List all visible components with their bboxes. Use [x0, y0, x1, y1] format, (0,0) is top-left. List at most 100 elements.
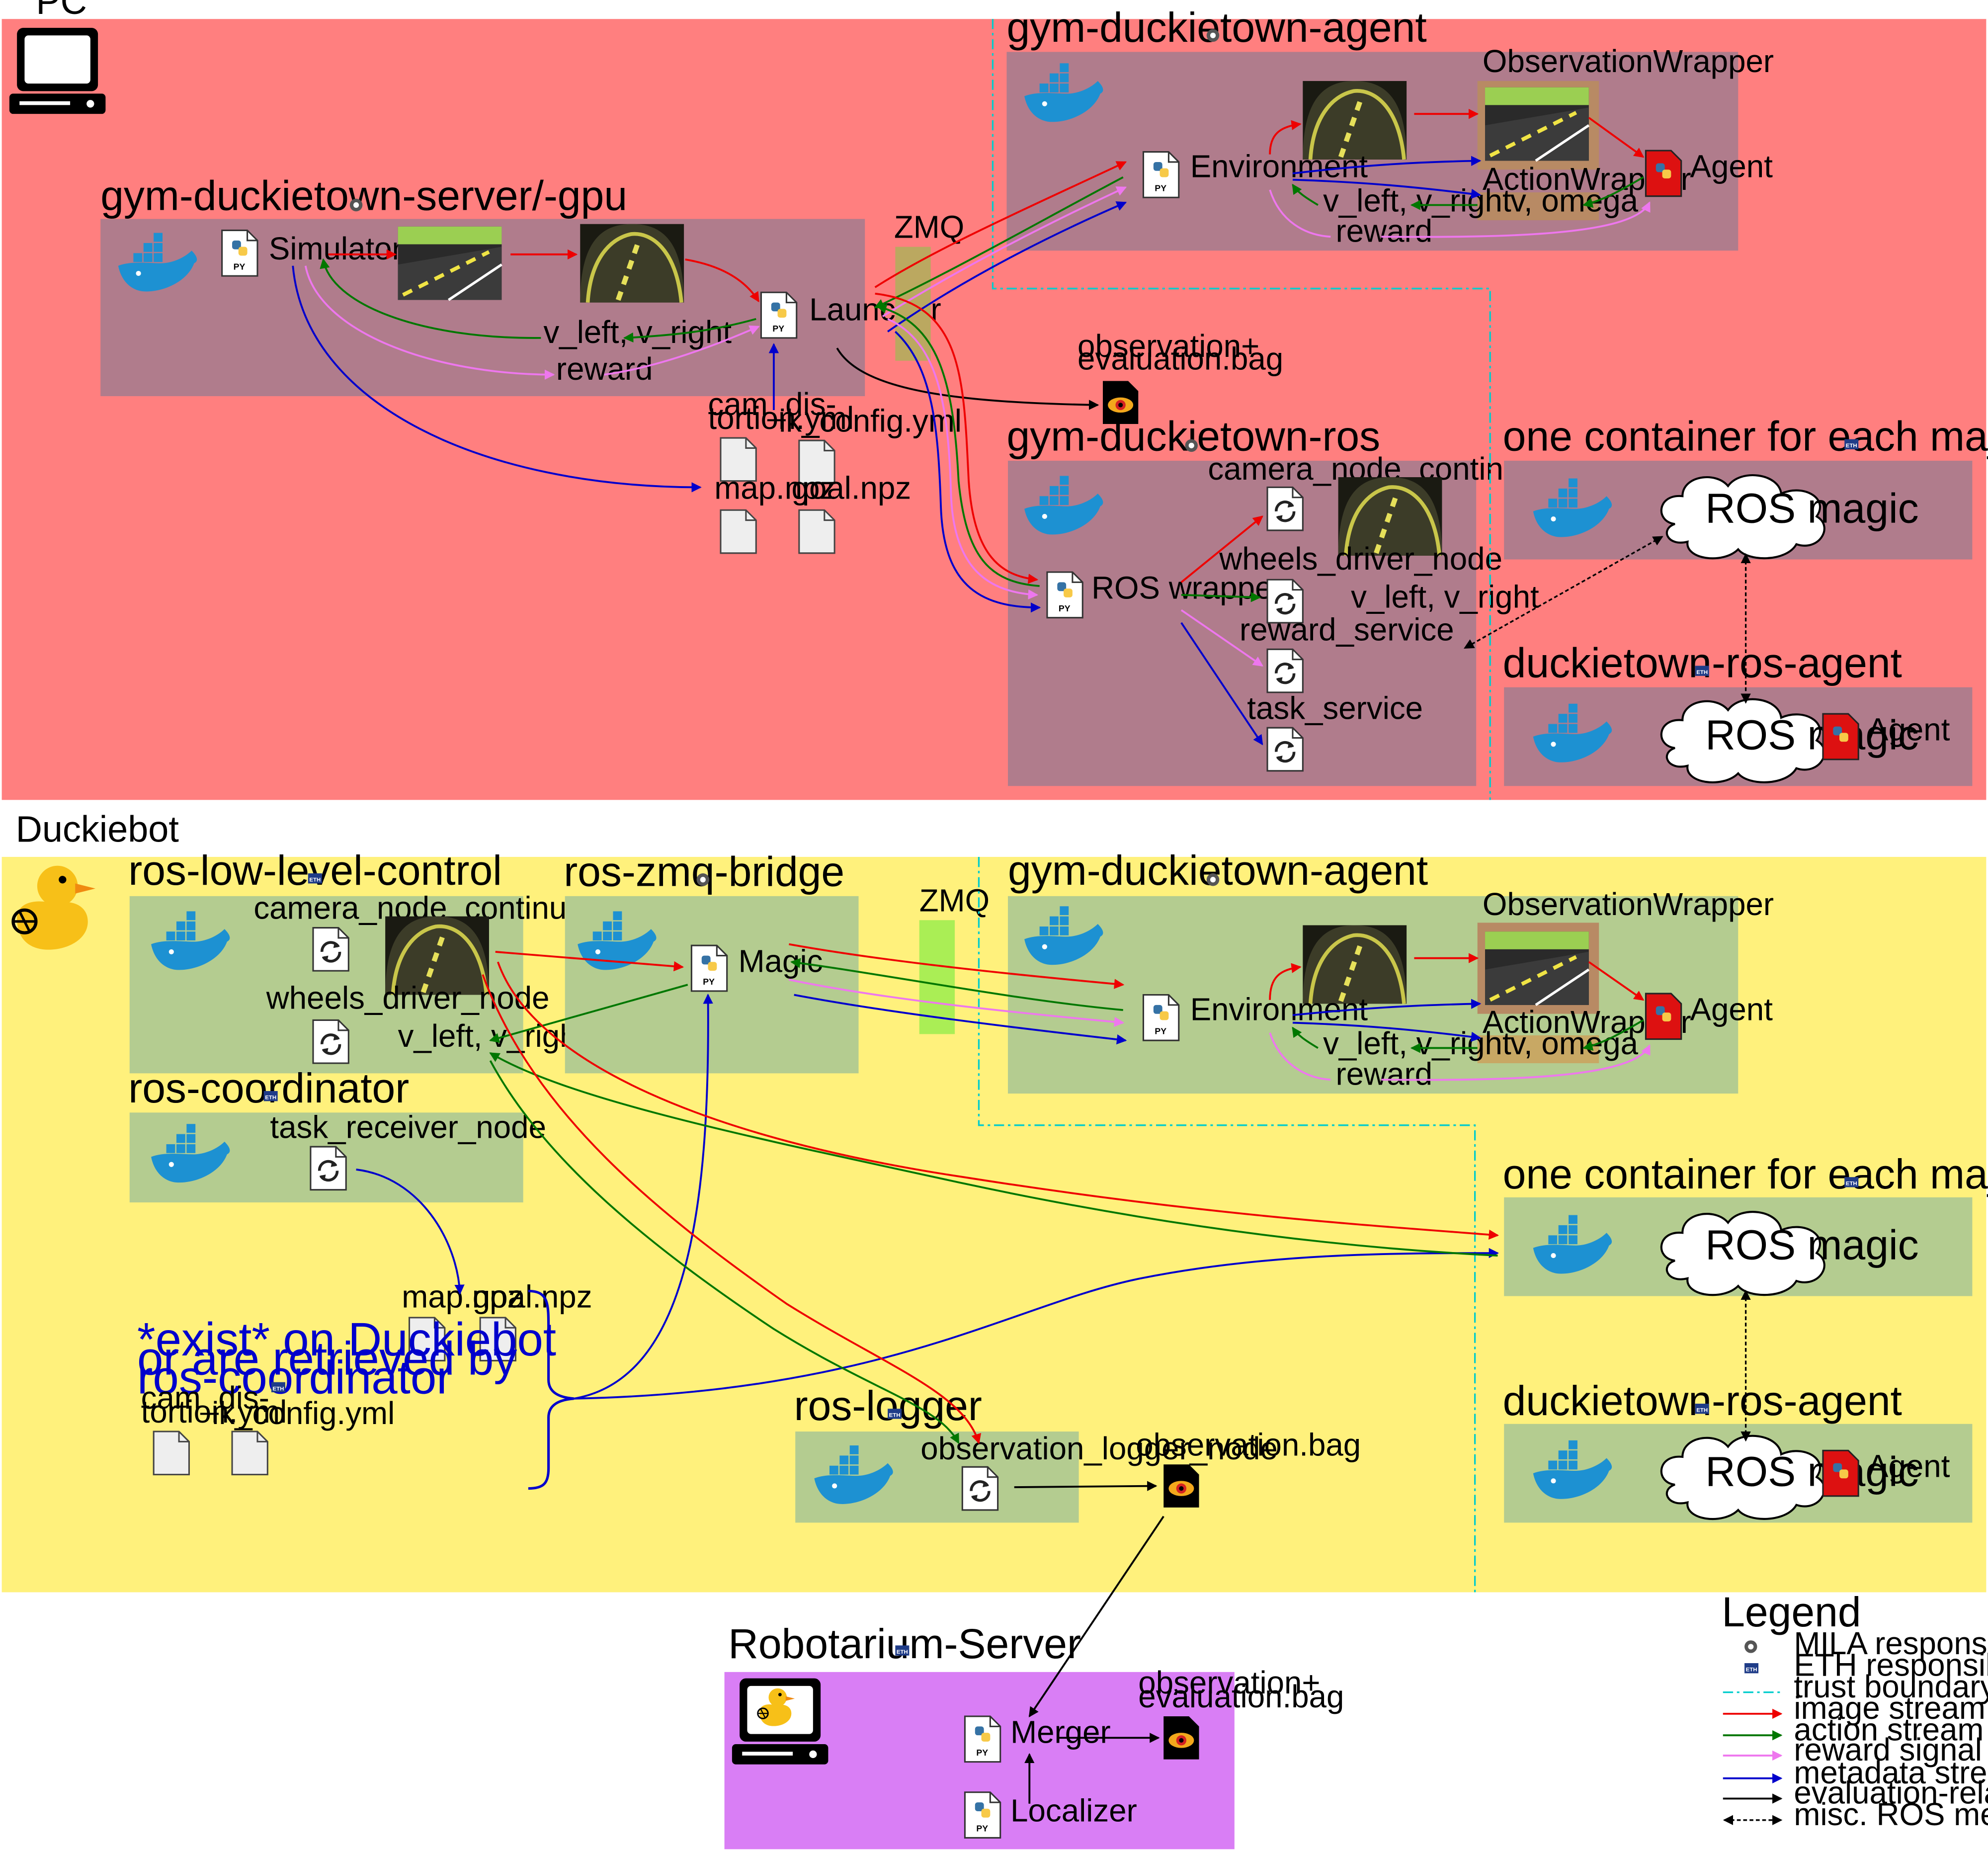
- magic-label: Magic: [739, 944, 823, 979]
- road-image-icon: [1485, 87, 1589, 161]
- bot-action-magic-vlr: [489, 984, 688, 1043]
- eval-bag-label-1: observation+: [1077, 329, 1259, 364]
- pc-eval-launcher-bag: [836, 347, 1099, 410]
- bot-image-env-cam: [1269, 963, 1302, 1000]
- bot-image-cam-logger: [482, 974, 982, 1444]
- agent-file-icon: [1822, 713, 1859, 760]
- pc-label: PC: [36, 0, 87, 22]
- python-file-icon: [1046, 571, 1083, 619]
- python-file-icon: [964, 1791, 1001, 1839]
- bot-cam-label-1: cam_dis-: [141, 1380, 269, 1416]
- bot-image-obs-agent: [1588, 961, 1645, 1001]
- pc-ros-magic-label: ROS magic: [1705, 485, 1919, 532]
- bot-reward-magic-env: [789, 979, 1125, 1027]
- bot-image-cam-magic: [495, 951, 684, 972]
- eth-logo-icon: [895, 1645, 910, 1656]
- pc-reward-launcher: [604, 325, 760, 376]
- pc-reward-env-agent: [1269, 189, 1650, 238]
- legend-eth: ETH responsible: [1794, 1647, 1988, 1683]
- bot-goal-label: goal.npz: [473, 1279, 592, 1314]
- eth-logo-icon: [1744, 1663, 1759, 1674]
- localizer-label: Localizer: [1010, 1793, 1137, 1828]
- bot-action-vlr-env: [1292, 1026, 1319, 1049]
- legend-mila: MILA responsible: [1794, 1626, 1988, 1661]
- pc-image-cam-launcher: [685, 258, 759, 303]
- bot-meta-env-action: [1292, 1021, 1482, 1042]
- cam-distortion-file-label: cam_dis-: [708, 387, 836, 422]
- file-brace: [528, 1289, 574, 1490]
- duckiebot-label: Duckiebot: [16, 808, 179, 849]
- mila-logo-icon: [1185, 439, 1198, 452]
- pc-agent-title: gym-duckietown-agent: [1006, 4, 1426, 51]
- python-file-icon: [964, 1715, 1001, 1763]
- eth-logo-icon: [308, 873, 322, 884]
- bot-note-line-2: or are retrieved by: [137, 1332, 517, 1384]
- legend-misc: misc. ROS messages: [1794, 1797, 1988, 1832]
- bot-note-line-1: *exist* on Duckiebot: [137, 1313, 556, 1365]
- python-file-icon: [760, 291, 798, 339]
- pc-meta-launcher-env: [887, 201, 1127, 333]
- bot-v-omega-label: v, omega: [1510, 1026, 1639, 1061]
- sync-node-icon: [962, 1467, 997, 1510]
- ik-config-file-label: ik_config.yml: [779, 403, 962, 438]
- pc-ros-agent-magic-label: ROS magic: [1705, 711, 1919, 758]
- environment-label: Environment: [1190, 149, 1368, 184]
- agent-file-icon: [1645, 993, 1682, 1040]
- pc-action-vlr-sim: [320, 258, 541, 339]
- python-file-icon: [221, 229, 258, 277]
- pc-reward-ros-service: [1180, 609, 1263, 667]
- pc-action-env-launcher: [874, 176, 1124, 309]
- eth-logo-icon: [1695, 666, 1709, 676]
- pc-monitor-icon: [9, 28, 106, 114]
- eye-bag-icon: [1163, 1716, 1199, 1760]
- pc-meta-ros-task: [1180, 622, 1263, 746]
- document-icon: [153, 1431, 190, 1476]
- pc-meta-launcher-ros: [895, 331, 1041, 613]
- pc-action-agent-wrapper: [1582, 176, 1644, 208]
- legend-title: Legend: [1722, 1589, 1861, 1635]
- eth-logo-icon: [263, 1091, 278, 1101]
- low-level-vlr-label: v_left, v_right: [398, 1018, 586, 1054]
- pc-action-ros-wheels: [1181, 592, 1261, 602]
- mila-logo-icon: [1206, 29, 1220, 42]
- eth-logo-icon: [888, 1409, 902, 1419]
- pc-image-ros-camera: [1180, 515, 1263, 583]
- robotarium-bag-label-2: evaluation.bag: [1138, 1679, 1344, 1714]
- low-level-title: ros-low-level-control: [128, 847, 502, 894]
- bot-ros-magic-label: ROS magic: [1705, 1222, 1919, 1268]
- server-title: gym-duckietown-server/-gpu: [100, 172, 627, 219]
- bot-action-vlr-logger: [489, 1060, 960, 1444]
- bot-meta-files-magic: [574, 993, 713, 1400]
- task-receiver-label: task_receiver_node: [270, 1109, 546, 1145]
- pc-meta-env-obs: [1292, 156, 1482, 174]
- obs-bag-label: observation.bag: [1136, 1427, 1361, 1462]
- mila-logo-icon: [1744, 1640, 1757, 1653]
- python-file-icon: [1142, 994, 1180, 1041]
- merger-label: Merger: [1010, 1714, 1111, 1750]
- pc-ros-vlr-label: v_left, v_right: [1351, 579, 1539, 614]
- bot-environment-label: Environment: [1190, 992, 1368, 1027]
- legend-action: action stream: [1794, 1712, 1984, 1747]
- robotarium-title: Robotarium-Server: [728, 1620, 1081, 1667]
- pc-reward-launcher-env: [882, 186, 1127, 318]
- pc-image-launcher-env: [874, 161, 1127, 288]
- pc-wheels-node-label: wheels_driver_node: [1219, 541, 1502, 577]
- bot-ros-agent-agent-label: Agent: [1867, 1449, 1950, 1484]
- eval-bag-merger: [1028, 1516, 1164, 1718]
- bot-meta-files-rosnode: [574, 1248, 1499, 1400]
- pc-action-launcher-vlr: [623, 318, 756, 343]
- bot-ik-label: ik_config.yml: [212, 1396, 395, 1431]
- robotarium-bag-label-1: observation+: [1138, 1665, 1320, 1700]
- map-file-label: map.npz: [714, 470, 835, 505]
- agent-file-icon: [1645, 150, 1682, 197]
- python-file-icon: [1142, 151, 1180, 198]
- sync-node-icon: [1267, 649, 1303, 692]
- eth-logo-icon: [271, 1382, 285, 1393]
- bot-note-line-3: ros-coordinator: [137, 1351, 452, 1404]
- pc-action-vlr-env: [1292, 183, 1319, 206]
- mila-logo-icon: [349, 198, 363, 212]
- cam-distortion-file-label-2: tortion.yml: [708, 401, 854, 436]
- road-image-icon: [398, 227, 502, 300]
- eth-logo-icon: [1695, 1404, 1709, 1414]
